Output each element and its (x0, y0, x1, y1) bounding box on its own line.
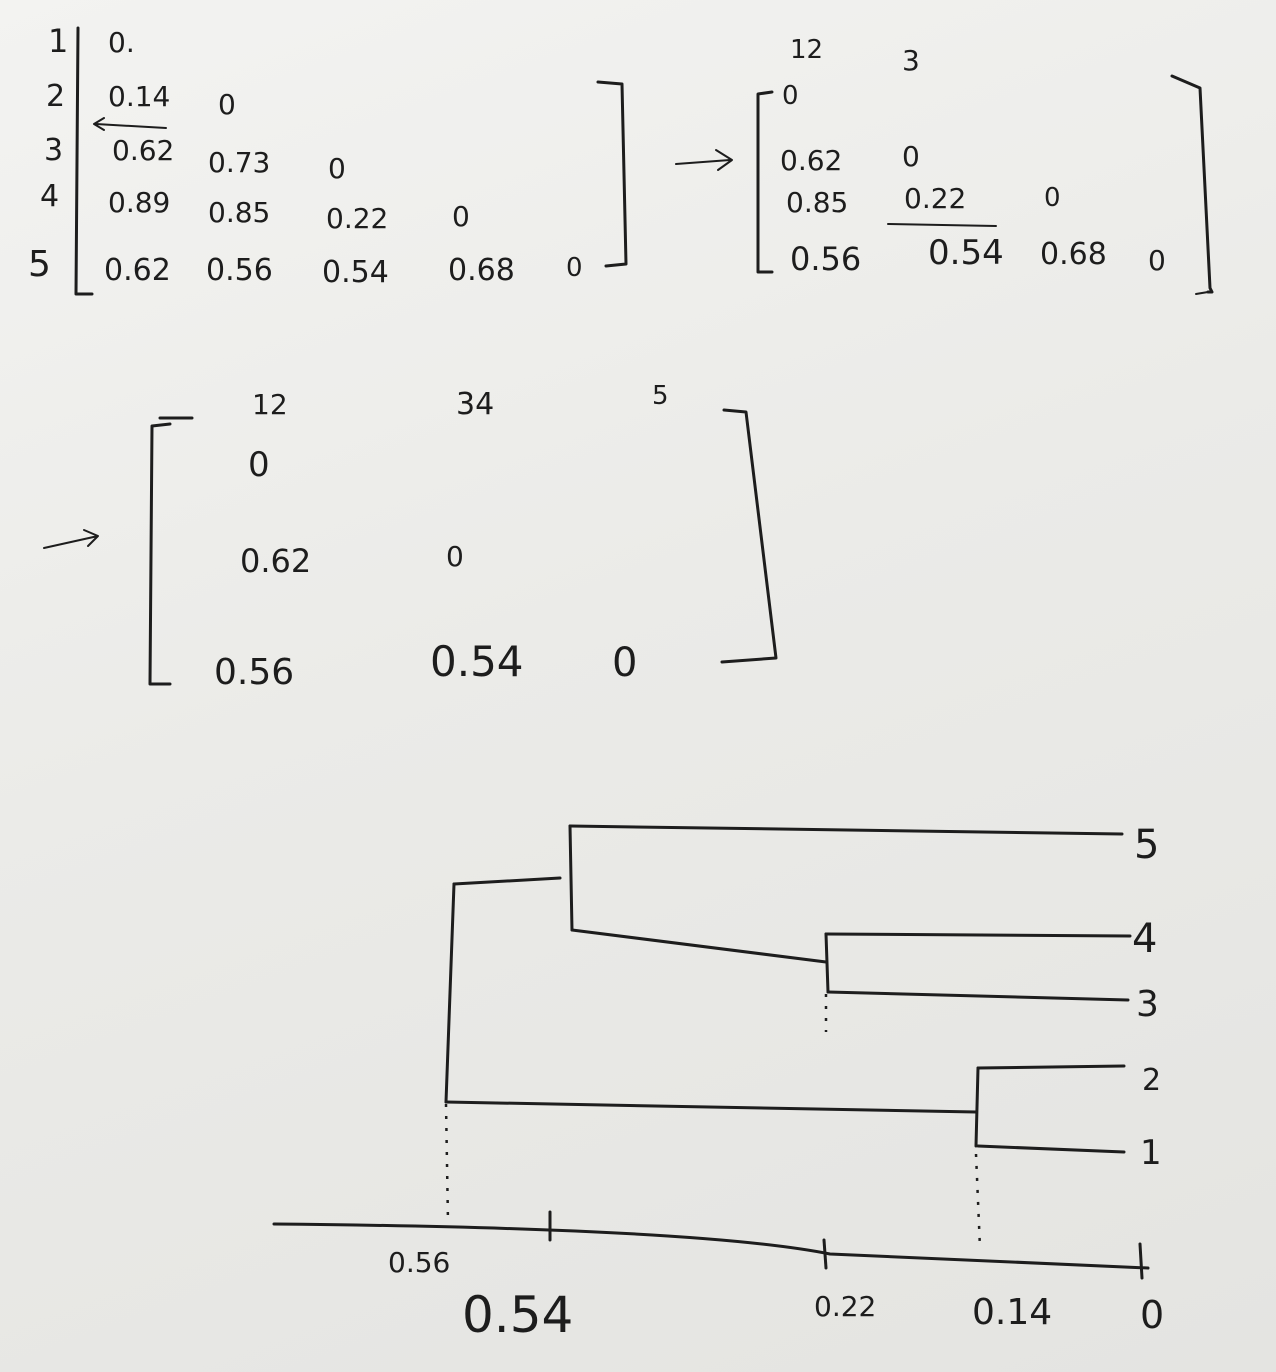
leaf-label: 1 (1140, 1133, 1162, 1173)
dendrogram-link-12 (444, 1100, 978, 1114)
dendrogram-merge-34-5 (568, 824, 574, 932)
arrow-icon (43, 529, 99, 549)
matrix2-underline (887, 223, 997, 227)
matrix1-left-bracket (74, 26, 94, 296)
matrix1-cell: 0.62 (104, 253, 171, 288)
matrix3-cell: 0.54 (430, 637, 524, 686)
matrix2-cell: 0.22 (904, 182, 966, 215)
matrix2-cell: 0.56 (790, 240, 861, 278)
matrix1-cell: 0 (328, 152, 346, 185)
matrix2-right-bracket (1170, 74, 1214, 294)
matrix2-cell: 0 (782, 81, 799, 111)
matrix3-col-label: 5 (652, 381, 669, 411)
matrix1-row-label: 1 (48, 22, 68, 60)
dendrogram-merge-all (444, 882, 456, 1104)
matrix2-cell: 0.54 (928, 233, 1004, 273)
dendrogram-link-34 (570, 928, 828, 964)
arrow-icon (675, 149, 733, 171)
matrix1-cell: 0.56 (206, 253, 273, 288)
leaf-label: 2 (1142, 1063, 1161, 1098)
dendrogram-merge-1-2 (974, 1066, 980, 1148)
matrix2-cell: 0 (902, 140, 920, 173)
axis-tick (822, 1238, 828, 1270)
matrix1-cell: 0 (566, 253, 583, 283)
matrix2-cell: 0 (1044, 183, 1061, 213)
matrix2-bracket-foot (1195, 291, 1209, 295)
matrix3-right-bracket (720, 408, 778, 664)
dendrogram: 5 4 3 2 1 0.56 0.54 0.22 0.14 0 (272, 822, 1164, 1344)
matrix2-cell: 0 (1148, 244, 1166, 277)
axis-tick-label: 0.14 (972, 1292, 1052, 1333)
dendrogram-branch-leaf-1 (976, 1144, 1126, 1154)
matrix3-left-bracket (148, 416, 194, 686)
matrix1-cell: 0.54 (322, 255, 389, 290)
matrix3-cell: 0 (446, 540, 464, 573)
matrix-2: 12 3 0 0.62 0 0.85 0.22 0 0.56 0.54 0.68… (756, 35, 1214, 295)
dendrogram-guide (444, 1103, 450, 1223)
axis-tick-label: 0.22 (814, 1290, 876, 1323)
matrix1-right-bracket (596, 80, 628, 268)
matrix1-cell: 0. (108, 26, 135, 59)
matrix2-col-label: 3 (902, 44, 920, 77)
matrix3-cell: 0 (248, 445, 270, 485)
matrix3-cell: 0.62 (240, 542, 311, 580)
dendrogram-guide (974, 1153, 982, 1249)
axis-tick (1138, 1242, 1144, 1280)
matrix2-cell: 0.68 (1040, 237, 1107, 272)
matrix-3: 12 34 5 0 0.62 0 0.56 0.54 0 (148, 381, 778, 693)
matrix1-cell: 0.73 (208, 146, 270, 179)
dendrogram-branch-leaf-2 (976, 1064, 1126, 1070)
matrix2-cell: 0.62 (780, 144, 842, 177)
matrix1-row-label: 3 (44, 133, 63, 168)
dendrogram-branch-leaf-4 (824, 932, 1132, 938)
matrix1-cell: 0.89 (108, 186, 170, 219)
matrix1-row-label: 2 (46, 79, 65, 114)
dendrogram-link-345 (452, 876, 562, 886)
matrix1-cell: 0 (452, 200, 470, 233)
matrix1-cell: 0.68 (448, 253, 515, 288)
matrix3-cell: 0.56 (214, 652, 294, 693)
matrix2-left-bracket (756, 90, 774, 274)
matrix1-annotation-arrow (93, 117, 167, 131)
matrix3-col-label: 12 (252, 388, 288, 421)
matrix1-cell: 0 (218, 88, 236, 121)
axis-tick-label: 0 (1140, 1293, 1164, 1337)
matrix1-cell: 0.62 (112, 134, 174, 167)
matrix1-cell: 0.22 (326, 202, 388, 235)
matrix1-cell: 0.14 (108, 80, 170, 113)
leaf-label: 5 (1134, 822, 1159, 868)
dendrogram-branch-leaf-3 (826, 990, 1130, 1002)
matrix1-cell: 0.85 (208, 196, 270, 229)
matrix3-cell: 0 (612, 640, 637, 686)
axis-tick-label: 0.56 (388, 1246, 450, 1279)
matrix1-row-label: 4 (40, 179, 59, 214)
matrix2-col-label: 12 (790, 35, 823, 65)
leaf-label: 4 (1132, 916, 1157, 962)
matrix-1: 1 2 3 4 5 0. 0.14 0 0.62 0.73 0 0.89 0.8… (28, 22, 628, 296)
leaf-label: 3 (1136, 984, 1159, 1025)
dendrogram-branch-leaf-5 (568, 824, 1124, 836)
axis-tick-label: 0.54 (462, 1286, 573, 1344)
matrix2-cell: 0.85 (786, 186, 848, 219)
matrix3-col-label: 34 (456, 387, 494, 422)
matrix1-row-label: 5 (28, 244, 51, 285)
dendrogram-axis (272, 1222, 1150, 1270)
